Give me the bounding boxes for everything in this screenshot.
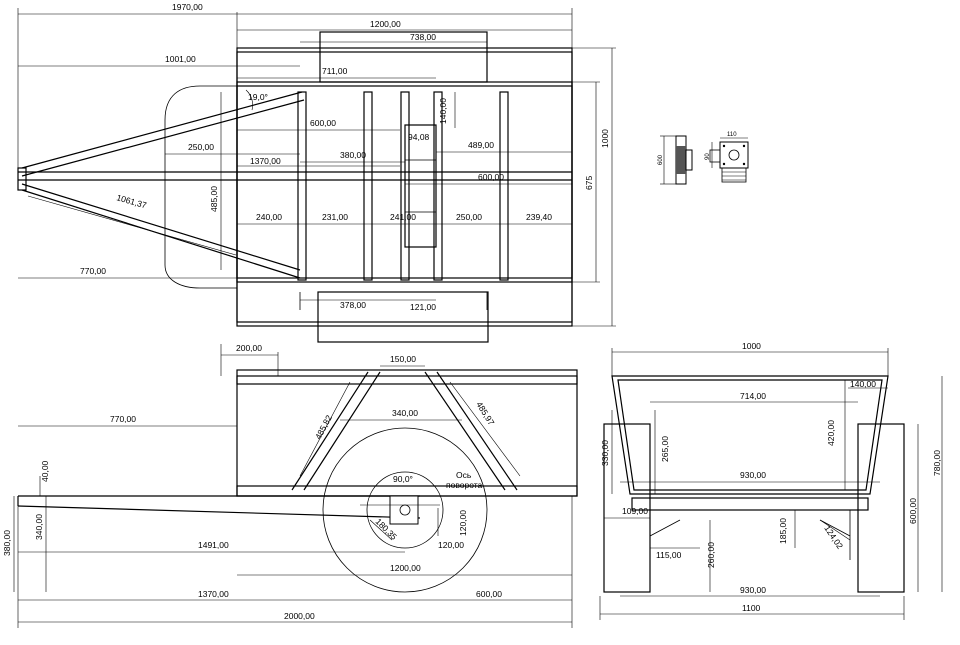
label-600: 600,00 — [310, 118, 336, 128]
label-width-total: 1000 — [600, 129, 610, 148]
label-s770: 770,00 — [110, 414, 136, 424]
label-121: 121,00 — [410, 302, 436, 312]
label-front-to-axle: 1001,00 — [165, 54, 196, 64]
label-d600: 600 — [658, 154, 664, 165]
label-s1200: 1200,00 — [390, 563, 421, 573]
label-s250: 250,00 — [456, 212, 482, 222]
label-f1100: 1100 — [742, 603, 761, 613]
label-f714: 714,00 — [740, 391, 766, 401]
label-d110: 110 — [727, 132, 737, 138]
label-f600: 600,00 — [908, 498, 918, 524]
front-view: 1000 140,00 714,00 330,00 265,00 420,00 … — [599, 341, 943, 620]
label-140: 140,00 — [438, 98, 448, 124]
label-f780: 780,00 — [932, 450, 942, 476]
label-d90: 90 — [705, 153, 711, 160]
label-f140: 140,00 — [850, 379, 876, 389]
label-f930b: 930,00 — [740, 585, 766, 595]
label-f930a: 930,00 — [740, 470, 766, 480]
label-angle90: 90,0° — [393, 474, 413, 484]
label-s340v: 340,00 — [34, 514, 44, 540]
label-axle-offset: 711,00 — [322, 66, 348, 76]
label-f1000: 1000 — [742, 341, 761, 351]
label-s231: 231,00 — [322, 212, 348, 222]
label-s380: 380,00 — [2, 530, 12, 556]
label-600b: 600,00 — [478, 172, 504, 182]
top-view: 1970,00 1200,00 738,00 1001,00 711,00 19… — [17, 2, 616, 343]
label-250: 250,00 — [188, 142, 214, 152]
label-s200: 200,00 — [236, 343, 262, 353]
hub-detail: 110 90 600 — [658, 132, 749, 185]
label-top-board: 738,00 — [410, 32, 436, 42]
label-f265: 265,00 — [660, 436, 670, 462]
label-s2000: 2000,00 — [284, 611, 315, 621]
label-f420: 420,00 — [826, 420, 836, 446]
label-f260: 260,00 — [706, 542, 716, 568]
label-94: 94,08 — [408, 132, 430, 142]
label-f109: 109,00 — [622, 506, 648, 516]
label-489: 489,00 — [468, 140, 494, 150]
label-s120b: 120,00 — [438, 540, 464, 550]
label-s600: 600,00 — [476, 589, 502, 599]
label-s1491: 1491,00 — [198, 540, 229, 550]
label-s239: 239,40 — [526, 212, 552, 222]
label-brace-left: 485,82 — [313, 413, 334, 441]
label-f115: 115,00 — [656, 550, 682, 560]
label-485: 485,00 — [209, 186, 219, 212]
label-angle: 19,0° — [248, 92, 268, 102]
label-770: 770,00 — [80, 266, 106, 276]
label-s240: 240,00 — [256, 212, 282, 222]
label-1370: 1370,00 — [250, 156, 281, 166]
label-diag: 1061,37 — [115, 192, 148, 210]
side-view: 200,00 150,00 770,00 340,00 485,82 485,9… — [2, 343, 578, 628]
label-s150: 150,00 — [390, 354, 416, 364]
label-frame-length: 1200,00 — [370, 19, 401, 29]
label-s1370: 1370,00 — [198, 589, 229, 599]
label-s40: 40,00 — [40, 460, 50, 482]
label-axis-1: Ось — [456, 470, 472, 480]
label-f124: 124,02 — [822, 524, 845, 551]
label-380: 380,00 — [340, 150, 366, 160]
label-378: 378,00 — [340, 300, 366, 310]
label-s340: 340,00 — [392, 408, 418, 418]
label-width-inner: 675 — [584, 176, 594, 190]
label-s120a: 120,00 — [458, 510, 468, 536]
label-f330: 330,00 — [600, 440, 610, 466]
label-total-length: 1970,00 — [172, 2, 203, 12]
label-f185: 185,00 — [778, 518, 788, 544]
label-axis-2: поворота — [446, 480, 483, 490]
label-s241: 241,00 — [390, 212, 416, 222]
label-brace-right: 485,97 — [474, 400, 496, 428]
